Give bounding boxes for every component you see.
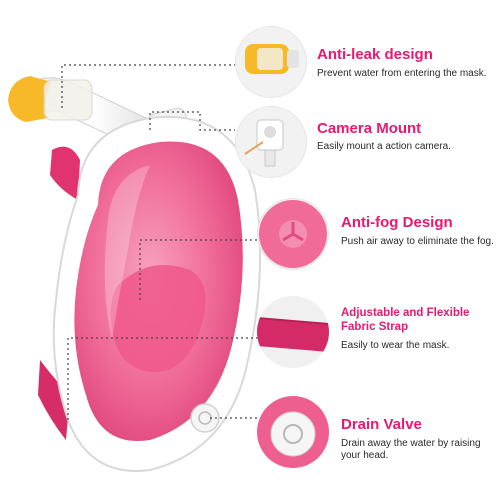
leader-lines [61,64,262,420]
snorkel-valve-icon [235,26,307,98]
feature-description: Push air away to eliminate the fog. [341,236,494,247]
feature-description: Easily mount a action camera. [317,141,451,152]
feature-description: Drain away the water by raising your hea… [341,438,481,461]
air-vent-icon [257,198,329,270]
strap-bottom [38,360,70,440]
strap-top [50,146,80,200]
feature-title: Drain Valve [341,416,422,433]
feature-fabric-strap: Adjustable and Flexible Fabric Strap Eas… [235,296,500,386]
feature-description: Prevent water from entering the mask. [317,68,487,79]
feature-drain-valve: Drain Valve Drain away the water by rais… [235,396,500,486]
feature-title: Camera Mount [317,120,422,137]
feature-camera-mount: Camera Mount Easily mount a action camer… [235,106,500,196]
feature-anti-leak: Anti-leak design Prevent water from ente… [235,26,500,116]
feature-anti-fog: Anti-fog Design Push air away to elimina… [235,198,500,288]
feature-title: Anti-fog Design [341,214,453,231]
camera-mount-icon [235,106,307,178]
drain-valve-icon [257,396,329,468]
snorkel-tip [8,76,52,122]
fabric-strap-icon [257,296,329,368]
feature-description: Easily to wear the mask. [341,340,450,351]
feature-title: Anti-leak design [317,46,433,63]
feature-title: Adjustable and Flexible Fabric Strap [341,307,470,333]
